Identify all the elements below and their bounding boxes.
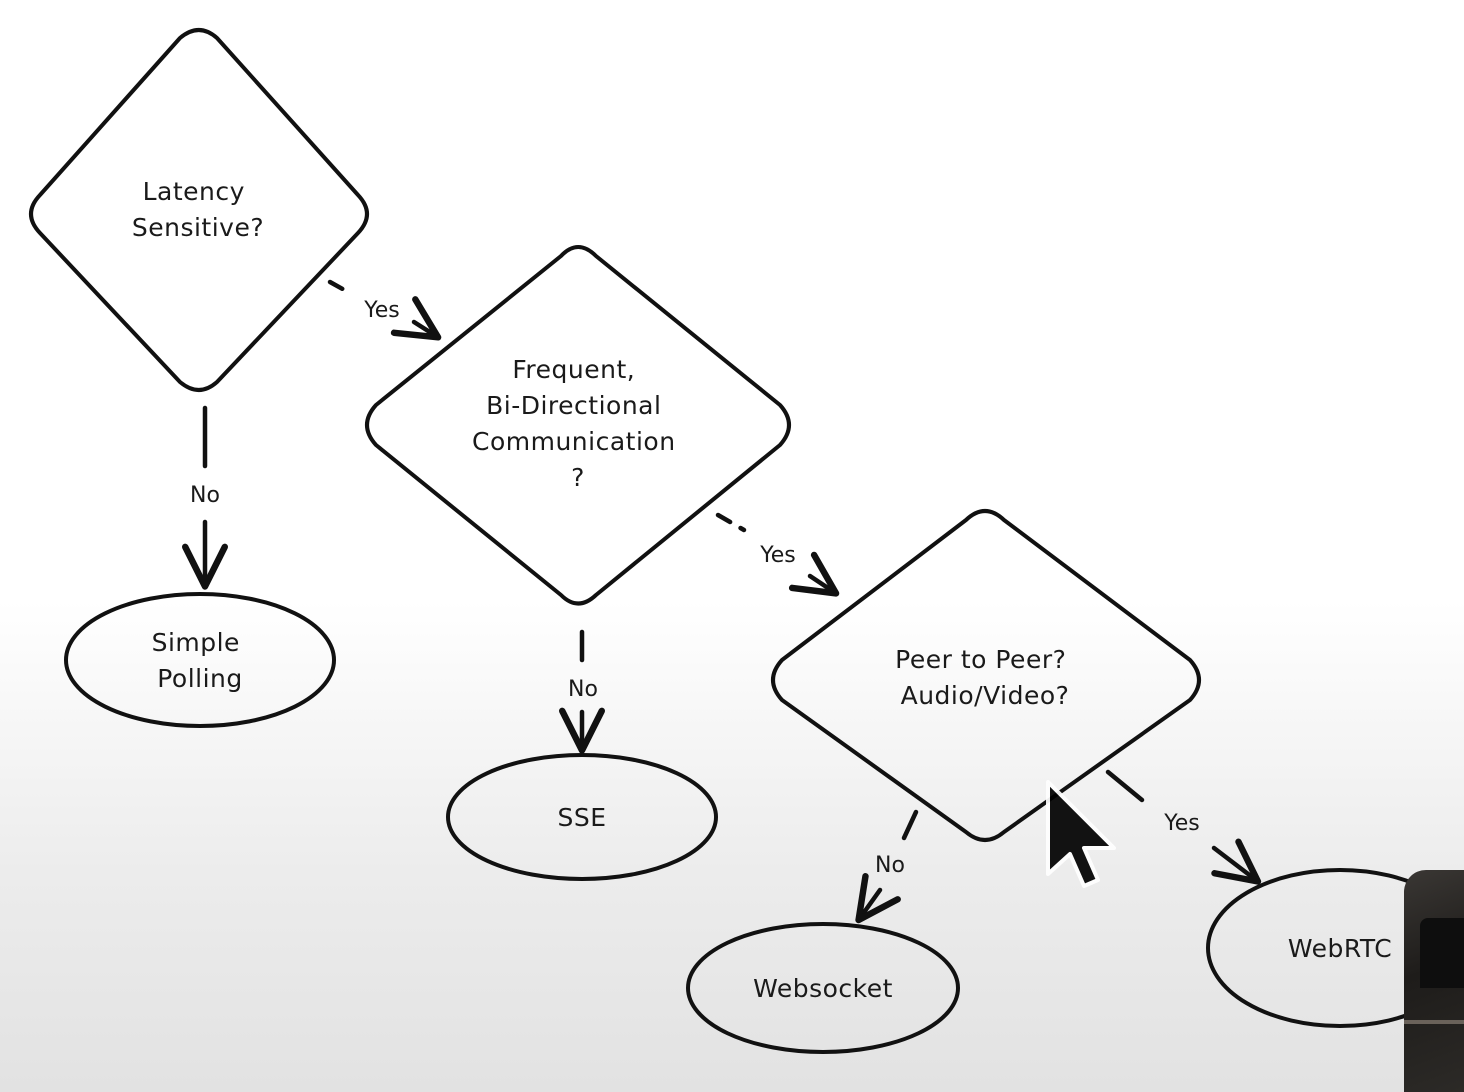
frequent-label-line-2: Bi-Directional (486, 391, 661, 420)
result-webrtc: WebRTC (1206, 868, 1464, 1028)
result-sse: SSE (446, 753, 718, 881)
svg-text:Simple Polling: Simple Polling (152, 628, 249, 693)
decision-peer-to-peer: Peer to Peer? Audio/Video? (771, 509, 1201, 842)
edge-frequent-no: No (558, 629, 606, 754)
frequent-label-line-1: Frequent, (512, 355, 635, 384)
peer-label-line-1: Peer to Peer? (895, 645, 1066, 674)
decision-latency-sensitive: Latency Sensitive? (29, 28, 369, 392)
edge-label-peer-yes: Yes (1163, 811, 1200, 836)
sse-label: SSE (557, 803, 606, 832)
latency-label-line-2: Sensitive? (132, 213, 264, 242)
edge-latency-no: No (181, 405, 229, 590)
webcam-monitor (1420, 918, 1464, 988)
result-websocket: Websocket (686, 922, 960, 1054)
result-simple-polling: Simple Polling (64, 592, 336, 728)
svg-text:Frequent, Bi-Directional: Frequent, Bi-Directional Communication ? (472, 355, 684, 492)
svg-text:Latency Sensitive?: Latency Sensitive? (132, 177, 264, 242)
webcam-shelf (1404, 1020, 1464, 1024)
peer-label-line-2: Audio/Video? (901, 681, 1070, 710)
edge-latency-yes: Yes (327, 279, 442, 341)
svg-text:Peer to Peer? Audio/Vide: Peer to Peer? Audio/Video? (895, 645, 1075, 710)
edge-label-latency-yes: Yes (363, 298, 400, 323)
edge-label-peer-no: No (875, 853, 905, 878)
webrtc-label: WebRTC (1288, 934, 1392, 963)
edge-label-frequent-no: No (568, 677, 598, 702)
decision-frequent-bidirectional: Frequent, Bi-Directional Communication ? (365, 245, 791, 606)
simple-polling-line-1: Simple (152, 628, 240, 657)
webcam-overlay (1404, 870, 1464, 1092)
edge-label-latency-no: No (190, 483, 220, 508)
edge-label-frequent-yes: Yes (759, 543, 796, 568)
websocket-label: Websocket (753, 974, 893, 1003)
simple-polling-line-2: Polling (157, 664, 243, 693)
edge-peer-no: No (855, 809, 919, 924)
edge-peer-yes: Yes (1105, 769, 1262, 885)
latency-label-line-1: Latency (143, 177, 245, 206)
mouse-pointer-icon (1030, 770, 1120, 900)
frequent-label-line-3: Communication (472, 427, 676, 456)
frequent-label-line-4: ? (571, 463, 585, 492)
edge-frequent-yes: Yes (715, 512, 840, 597)
